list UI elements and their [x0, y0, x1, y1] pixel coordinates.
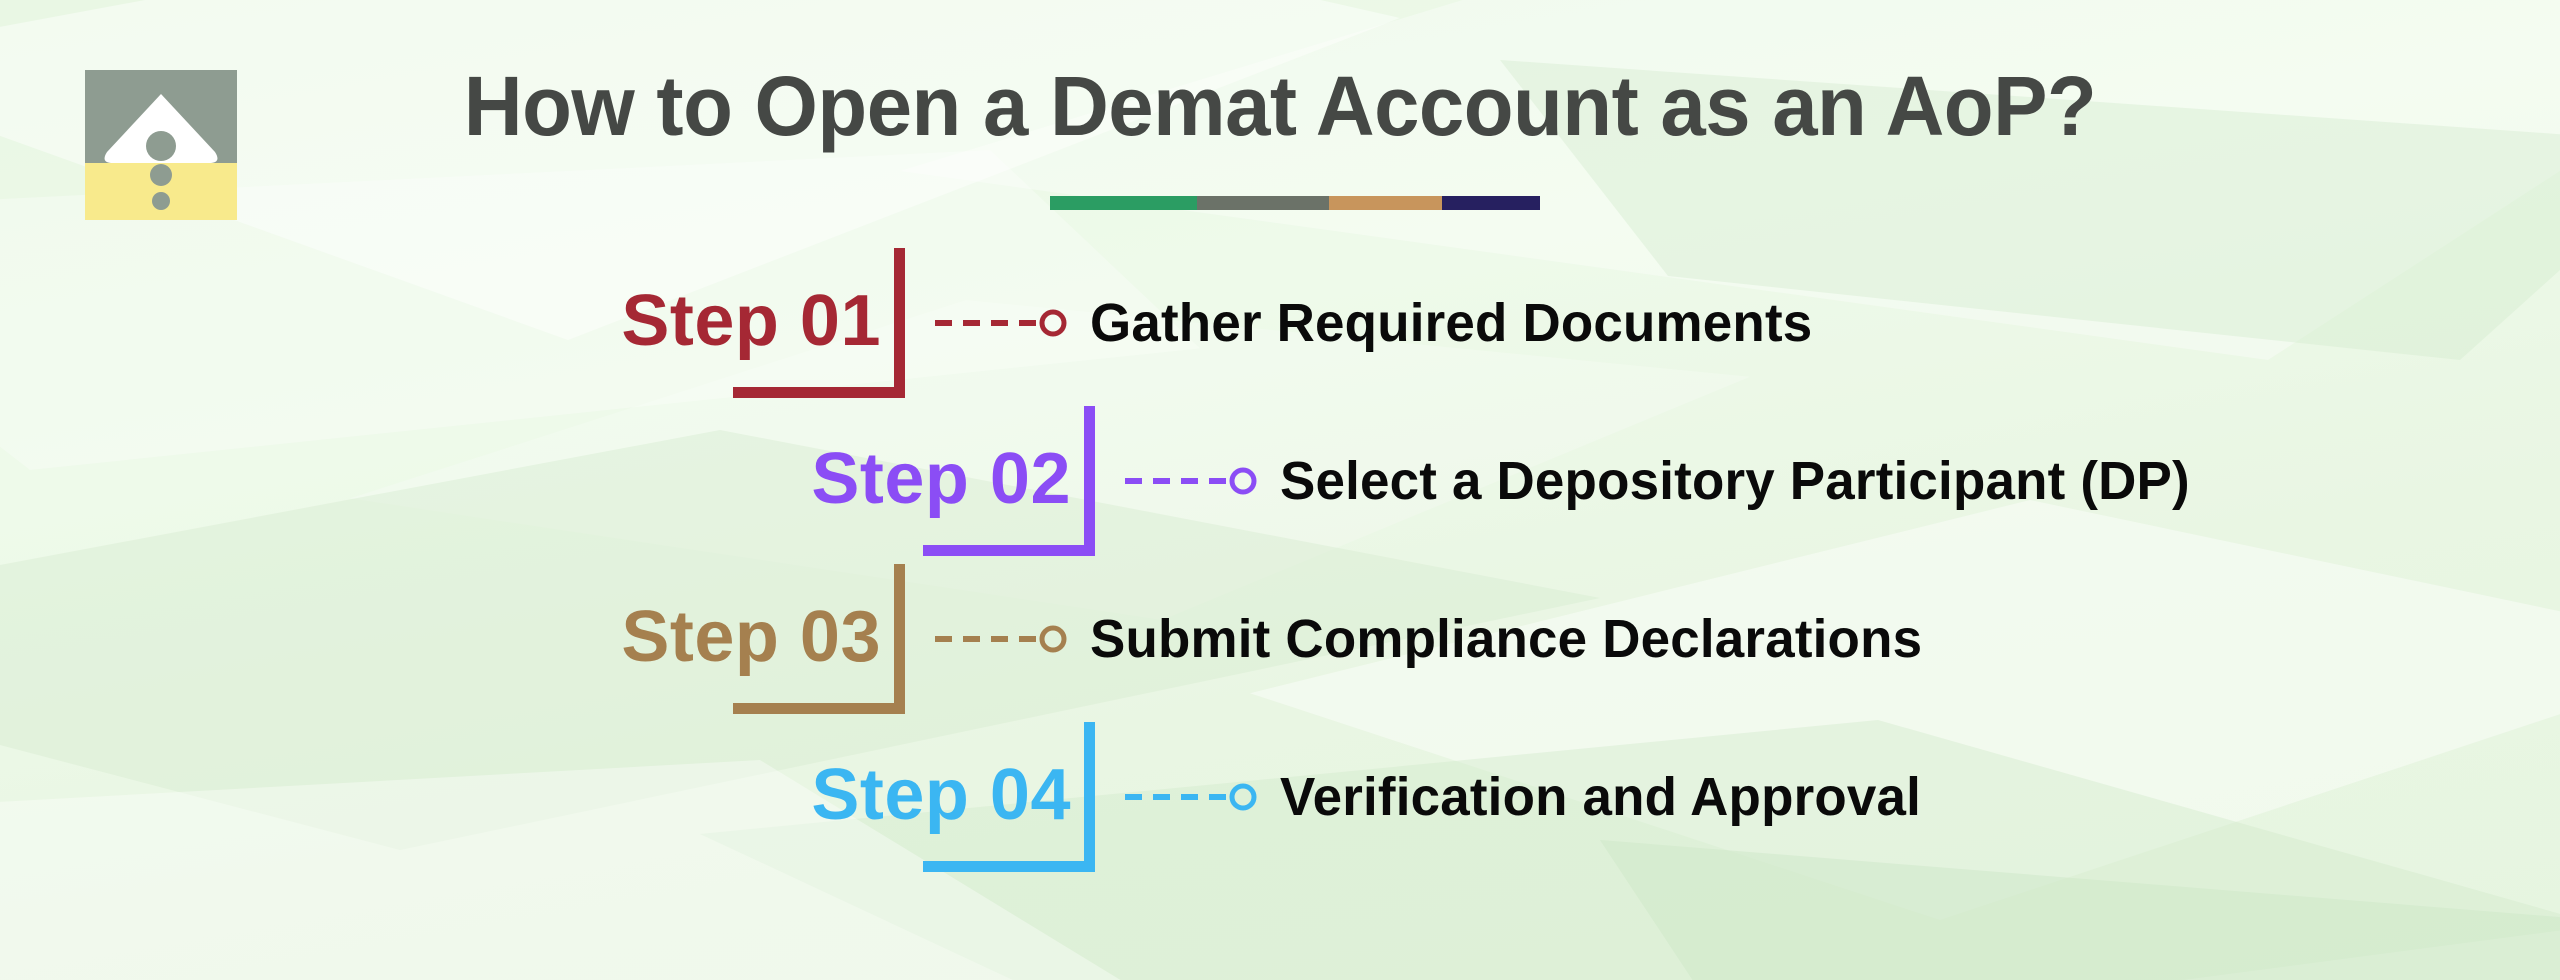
step-connector-dashed-line — [935, 309, 1067, 336]
step-row: Step 02 Select a Depository Participant (… — [0, 398, 2560, 563]
step-label: Step 03 — [621, 596, 881, 677]
step-description: Submit Compliance Declarations — [1090, 608, 1923, 669]
step-connector-endpoint-circle — [1039, 625, 1067, 652]
bracket-horizontal-bar — [923, 545, 1095, 556]
title-divider — [1050, 196, 1540, 210]
step-description: Gather Required Documents — [1090, 292, 1813, 353]
bracket-horizontal-bar — [733, 703, 905, 714]
step-label-group: Step 03 — [0, 556, 905, 721]
bracket-horizontal-bar — [923, 861, 1095, 872]
step-connector-endpoint-circle — [1039, 309, 1067, 336]
divider-segment-navy — [1441, 196, 1540, 210]
step-connector-endpoint-circle — [1229, 783, 1257, 810]
step-connector-dashed-line — [1125, 467, 1257, 494]
step-label: Step 01 — [621, 280, 881, 361]
step-label-group: Step 02 — [0, 398, 1095, 563]
bracket-horizontal-bar — [733, 387, 905, 398]
step-connector-endpoint-circle — [1229, 467, 1257, 494]
step-row: Step 01 Gather Required Documents — [0, 240, 2560, 405]
step-connector-dashed-line — [935, 625, 1067, 652]
step-row: Step 04 Verification and Approval — [0, 714, 2560, 879]
step-row: Step 03 Submit Compliance Declarations — [0, 556, 2560, 721]
step-label-group: Step 01 — [0, 240, 905, 405]
divider-segment-gray — [1197, 196, 1330, 210]
brand-logo — [85, 70, 237, 220]
warning-triangle-icon — [104, 94, 218, 210]
step-description: Verification and Approval — [1280, 766, 1922, 827]
step-label: Step 02 — [811, 438, 1071, 519]
step-label-group: Step 04 — [0, 714, 1095, 879]
page-title: How to Open a Demat Account as an AoP? — [463, 59, 2097, 153]
divider-segment-tan — [1329, 196, 1442, 210]
step-connector-dashed-line — [1125, 783, 1257, 810]
step-description: Select a Depository Participant (DP) — [1280, 450, 2190, 511]
step-label: Step 04 — [811, 754, 1071, 835]
divider-segment-green — [1050, 196, 1197, 210]
